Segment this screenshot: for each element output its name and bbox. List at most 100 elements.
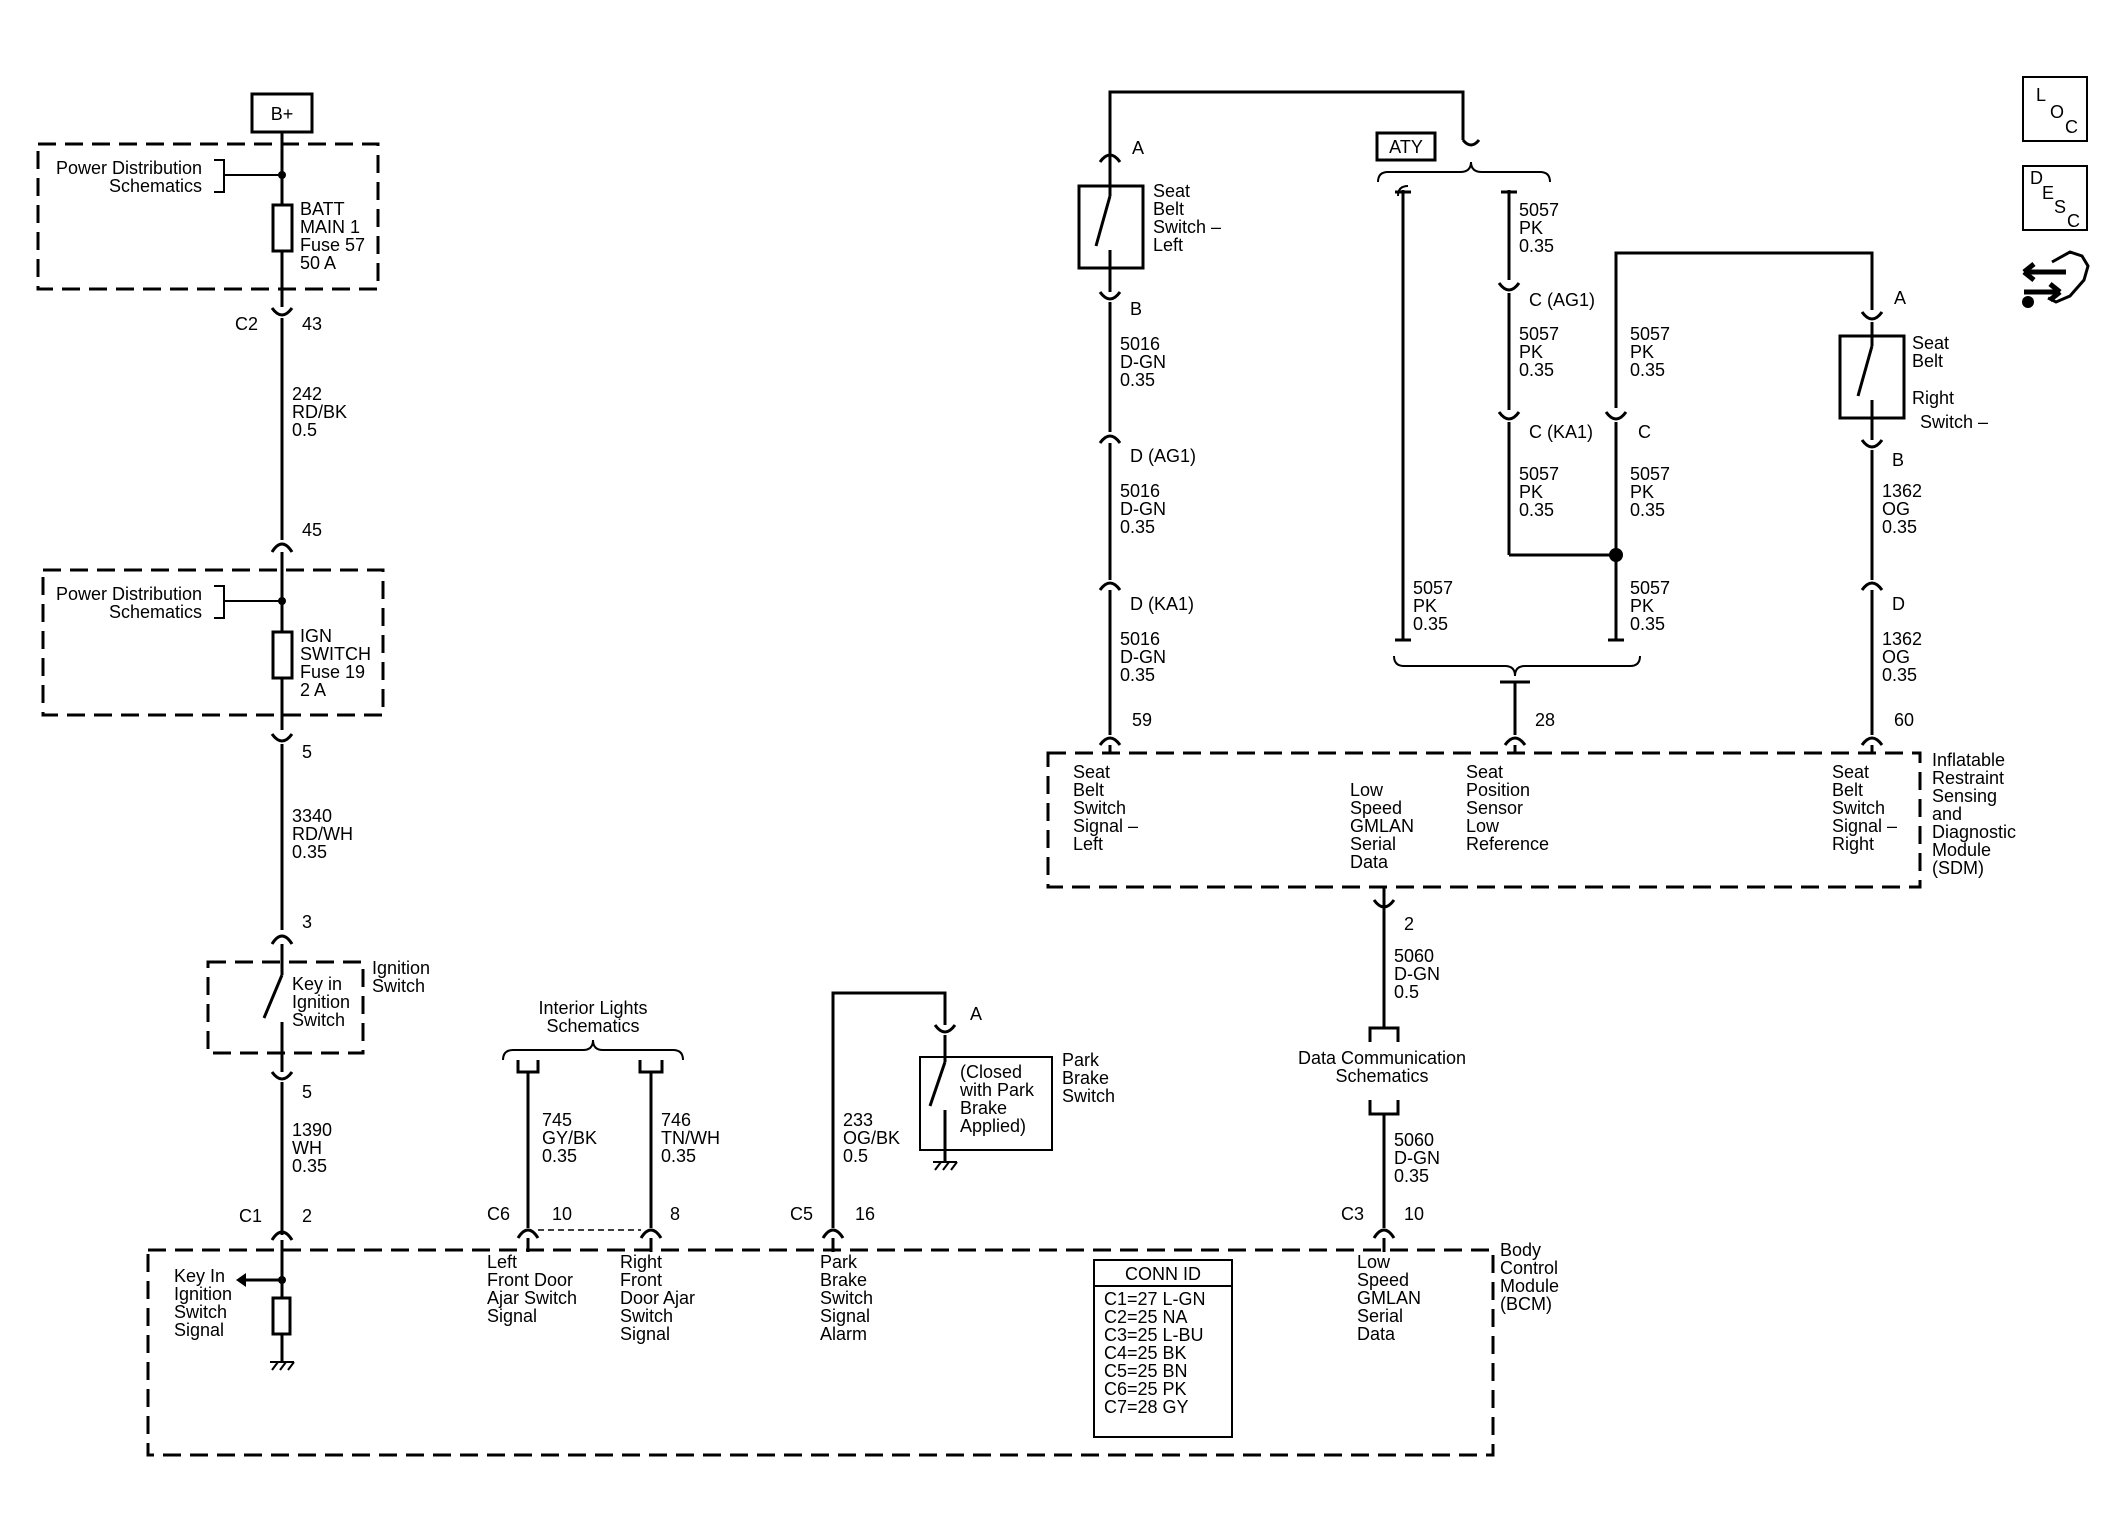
ign-inner-1: Ignition [292,992,350,1012]
sdm-sp-0: Seat [1466,762,1503,782]
conn-d-ag1: D (AG1) [1130,446,1196,466]
w5057-b-0: 5057 [1519,324,1559,344]
loc-letter: L [2036,85,2046,105]
bcm-rd-3: Switch [620,1306,673,1326]
sbr-label-0: Seat [1912,333,1949,353]
w1362-2-2: 0.35 [1882,665,1917,685]
conn-id-row: C7=28 GY [1104,1397,1189,1417]
bcm-name-0: Body [1500,1240,1541,1260]
bcm-pa-0: Park [820,1252,858,1272]
ign-inner-0: Key in [292,974,342,994]
bcm-gmlan-1: Speed [1357,1270,1409,1290]
pin-45: 45 [302,520,322,540]
pds2-fuse-2: Fuse 19 [300,662,365,682]
sdm-name-0: Inflatable [1932,750,2005,770]
c6-pin8: 8 [670,1204,680,1224]
sdm-sbr-2: Switch [1832,798,1885,818]
bcm-name-2: Module [1500,1276,1559,1296]
loc-icon[interactable]: L O C [2022,76,2088,142]
pds1-fuse-2: Fuse 57 [300,235,365,255]
conn-id-row: C3=25 L-BU [1104,1325,1204,1345]
interior-lights-1: Schematics [546,1016,639,1036]
w1362-2-1: OG [1882,647,1910,667]
w5057-a-1: PK [1519,218,1543,238]
conn-id-table: CONN ID C1=27 L-GN C2=25 NA C3=25 L-BU C… [1093,1259,1233,1438]
w5016-3-0: 5016 [1120,629,1160,649]
w1362-2-0: 1362 [1882,629,1922,649]
sdm-sbl-4: Left [1073,834,1103,854]
c5-pin: 16 [855,1204,875,1224]
sdm-sbr-4: Right [1832,834,1874,854]
w5057-b-2: 0.35 [1519,360,1554,380]
park-inner-0: (Closed [960,1062,1022,1082]
sbr-label-3: Switch – [1920,412,1988,432]
loc-letter: O [2050,102,2064,122]
sbl-label-1: Belt [1153,199,1184,219]
conn-id-row: C1=27 L-GN [1104,1289,1206,1309]
ign-label-1: Switch [372,976,425,996]
wire-5060-lo-0: 5060 [1394,1130,1434,1150]
w5057-g-1: PK [1630,596,1654,616]
sbl-label-0: Seat [1153,181,1190,201]
wire-1390-1: WH [292,1138,322,1158]
w5016-2-1: D-GN [1120,499,1166,519]
bcm-gmlan-3: Serial [1357,1306,1403,1326]
sdm-sbr-1: Belt [1832,780,1863,800]
conn-id-title: CONN ID [1125,1264,1201,1284]
w5057-e-1: PK [1630,342,1654,362]
c6-pin10: 10 [552,1204,572,1224]
bcm-keyin-2: Switch [174,1302,227,1322]
bcm-gmlan-2: GMLAN [1357,1288,1421,1308]
resistor-icon [271,1296,292,1336]
aty-box [1375,131,1437,162]
park-brake-box [919,1056,1053,1151]
w5057-f-0: 5057 [1630,464,1670,484]
c2-pin: 43 [302,314,322,334]
sdm-name-3: and [1932,804,1962,824]
w5016-1-0: 5016 [1120,334,1160,354]
w5057-c-1: PK [1519,482,1543,502]
sdm-gmlan-3: Serial [1350,834,1396,854]
pin-60: 60 [1894,710,1914,730]
aty-label: ATY [1389,137,1423,157]
bcm-rd-1: Front [620,1270,662,1290]
w5057-c-2: 0.35 [1519,500,1554,520]
sdm-sbl-0: Seat [1073,762,1110,782]
sdm-pin-2: 2 [1404,914,1414,934]
pds2-label-0: Power Distribution [56,584,202,604]
w5057-d-1: PK [1413,596,1437,616]
bcm-keyin-3: Signal [174,1320,224,1340]
conn-id-row: C2=25 NA [1104,1307,1188,1327]
pds-box-2 [41,568,385,717]
sbl-label-3: Left [1153,235,1183,255]
ign-inner-2: Switch [292,1010,345,1030]
park-inner-2: Brake [960,1098,1007,1118]
sdm-name-5: Module [1932,840,1991,860]
park-label-1: Brake [1062,1068,1109,1088]
w5057-g-0: 5057 [1630,578,1670,598]
conn-c: C [1638,422,1651,442]
wire-233-2: 0.5 [843,1146,868,1166]
desc-icon[interactable]: D E S C [2022,165,2088,231]
data-comm-0: Data Communication [1298,1048,1466,1068]
wire-746-1: TN/WH [661,1128,720,1148]
wire-746-2: 0.35 [661,1146,696,1166]
sdm-sbl-3: Signal – [1073,816,1138,836]
wire-1390-2: 0.35 [292,1156,327,1176]
hands-arrows-icon[interactable] [2022,250,2090,308]
wire-3340-0: 3340 [292,806,332,826]
bcm-pa-2: Switch [820,1288,873,1308]
wire-242-2: 0.5 [292,420,317,440]
wire-5060-lo-2: 0.35 [1394,1166,1429,1186]
pds1-label-1: Schematics [109,176,202,196]
pds2-fuse-0: IGN [300,626,332,646]
desc-letter: C [2067,211,2080,231]
sbl-pin-a: A [1132,138,1144,158]
wire-745-2: 0.35 [542,1146,577,1166]
sdm-sp-4: Reference [1466,834,1549,854]
pds-box-1 [36,142,380,291]
conn-d-ka1: D (KA1) [1130,594,1194,614]
w5016-1-2: 0.35 [1120,370,1155,390]
sbl-label-2: Switch – [1153,217,1221,237]
conn-d: D [1892,594,1905,614]
